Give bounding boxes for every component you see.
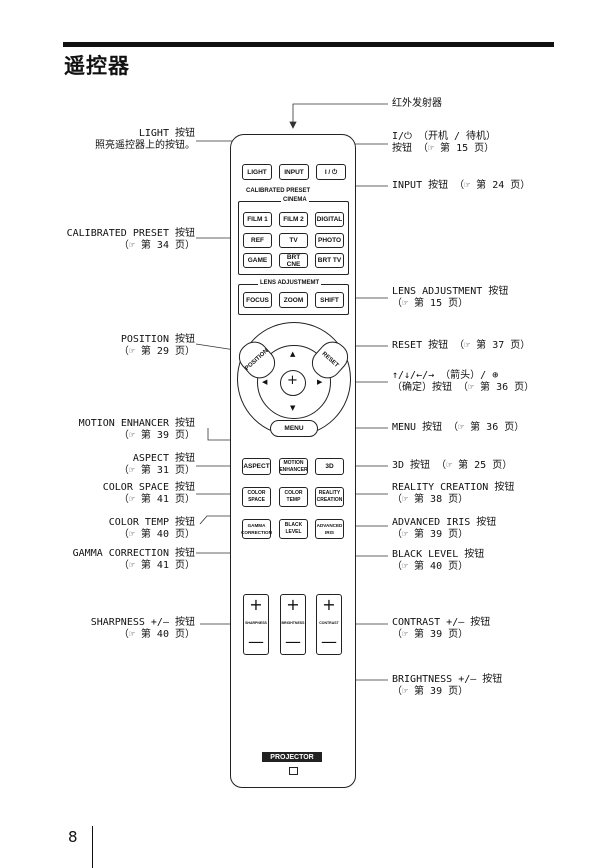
color-space-button[interactable]: COLOR SPACE <box>242 487 271 507</box>
brand-label: PROJECTOR <box>262 752 322 762</box>
enter-button[interactable] <box>280 370 306 396</box>
shift-button[interactable]: SHIFT <box>315 292 344 308</box>
position-callout: POSITION 按钮（☞ 第 29 页） <box>118 334 195 357</box>
contrast-callout: CONTRAST +/– 按钮（☞ 第 39 页） <box>392 617 491 640</box>
black-level-callout: BLACK LEVEL 按钮（☞ 第 40 页） <box>392 549 485 572</box>
lens-header: LENS ADJUSTMEMT <box>258 280 322 286</box>
arrow-right-icon[interactable]: ▶ <box>317 378 323 386</box>
input-button[interactable]: INPUT <box>279 164 309 180</box>
arrow-up-icon[interactable]: ▲ <box>290 350 296 358</box>
cinema-header: CINEMA <box>281 197 309 203</box>
gamma-correction-callout: GAMMA CORRECTION 按钮（☞ 第 41 页） <box>72 548 195 571</box>
sony-logo-icon <box>289 767 298 775</box>
contrast-rocker[interactable]: + CONTRAST — <box>316 594 342 655</box>
brightness-label: BRIGHTNESS <box>281 621 305 625</box>
sharpness-callout: SHARPNESS +/– 按钮（☞ 第 40 页） <box>90 617 195 640</box>
focus-button[interactable]: FOCUS <box>243 292 272 308</box>
menu-button[interactable]: MENU <box>270 420 318 437</box>
arrow-left-icon[interactable]: ◀ <box>262 378 268 386</box>
photo-button[interactable]: PHOTO <box>315 233 344 248</box>
advanced-iris-button[interactable]: ADVANCED IRIS <box>315 519 344 539</box>
3d-callout: 3D 按钮 （☞ 第 25 页） <box>392 460 513 471</box>
sharpness-label: SHARPNESS <box>245 621 267 625</box>
aspect-callout: ASPECT 按钮（☞ 第 31 页） <box>118 453 195 476</box>
calibrated-preset-callout: CALIBRATED PRESET 按钮（☞ 第 34 页） <box>66 228 195 251</box>
contrast-minus[interactable]: — <box>321 632 337 651</box>
game-button[interactable]: GAME <box>243 253 272 268</box>
reality-creation-callout: REALITY CREATION 按钮（☞ 第 38 页） <box>392 482 515 505</box>
page-number-divider <box>92 826 93 868</box>
color-space-callout: COLOR SPACE 按钮（☞ 第 41 页） <box>102 482 195 505</box>
advanced-iris-callout: ADVANCED IRIS 按钮（☞ 第 39 页） <box>392 517 497 540</box>
brightness-rocker[interactable]: + BRIGHTNESS — <box>280 594 306 655</box>
3d-button[interactable]: 3D <box>315 458 344 475</box>
motion-enhancer-button[interactable]: MOTION ENHANCER <box>279 458 308 475</box>
menu-callout: MENU 按钮 （☞ 第 36 页） <box>392 422 525 433</box>
calibrated-preset-header: CALIBRATED PRESET <box>246 188 311 194</box>
color-temp-button[interactable]: COLOR TEMP <box>279 487 308 507</box>
ref-button[interactable]: REF <box>243 233 272 248</box>
input-callout: INPUT 按钮 （☞ 第 24 页） <box>392 180 531 191</box>
direction-pad[interactable] <box>257 345 331 419</box>
power-callout: I/⏻ （开机 / 待机）按钮 （☞ 第 15 页） <box>392 131 497 154</box>
arrow-down-icon[interactable]: ▼ <box>290 404 296 412</box>
lens-adjustment-callout: LENS ADJUSTMENT 按钮（☞ 第 15 页） <box>392 286 509 309</box>
sharpness-rocker[interactable]: + SHARPNESS — <box>243 594 269 655</box>
brt-cne-button[interactable]: BRT CNE <box>279 253 308 268</box>
brightness-minus[interactable]: — <box>285 632 301 651</box>
film1-button[interactable]: FILM 1 <box>243 212 272 227</box>
brightness-callout: BRIGHTNESS +/– 按钮（☞ 第 39 页） <box>392 674 503 697</box>
light-button[interactable]: LIGHT <box>242 164 272 180</box>
light-callout: LIGHT 按钮照亮遥控器上的按钮。 <box>95 128 195 151</box>
page-title: 遥控器 <box>64 54 130 78</box>
reality-creation-button[interactable]: REALITY CREATION <box>315 487 344 507</box>
reset-callout: RESET 按钮 （☞ 第 37 页） <box>392 340 531 351</box>
sharpness-minus[interactable]: — <box>248 632 264 651</box>
gamma-correction-button[interactable]: GAMMA CORRECTION <box>241 519 272 539</box>
motion-enhancer-callout: MOTION ENHANCER 按钮（☞ 第 39 页） <box>78 418 195 441</box>
header-rule <box>63 42 554 47</box>
tv-button[interactable]: TV <box>279 233 308 248</box>
black-level-button[interactable]: BLACK LEVEL <box>279 519 308 539</box>
page-number: 8 <box>68 828 78 846</box>
brt-tv-button[interactable]: BRT TV <box>315 253 344 268</box>
brightness-plus[interactable]: + <box>286 595 300 614</box>
film2-button[interactable]: FILM 2 <box>279 212 308 227</box>
color-temp-callout: COLOR TEMP 按钮（☞ 第 40 页） <box>108 517 195 540</box>
contrast-plus[interactable]: + <box>322 595 336 614</box>
ir-transmitter-callout: 红外发射器 <box>392 98 442 109</box>
zoom-button[interactable]: ZOOM <box>279 292 308 308</box>
arrows-callout: ↑/↓/←/→ （箭头）/ ⊕（确定）按钮 （☞ 第 36 页） <box>392 370 535 393</box>
enter-icon: + <box>287 373 298 388</box>
contrast-label: CONTRAST <box>319 621 339 625</box>
sharpness-plus[interactable]: + <box>249 595 263 614</box>
aspect-button[interactable]: ASPECT <box>242 458 271 475</box>
power-button[interactable]: I / ⏻ <box>316 164 346 180</box>
digital-button[interactable]: DIGITAL <box>315 212 344 227</box>
